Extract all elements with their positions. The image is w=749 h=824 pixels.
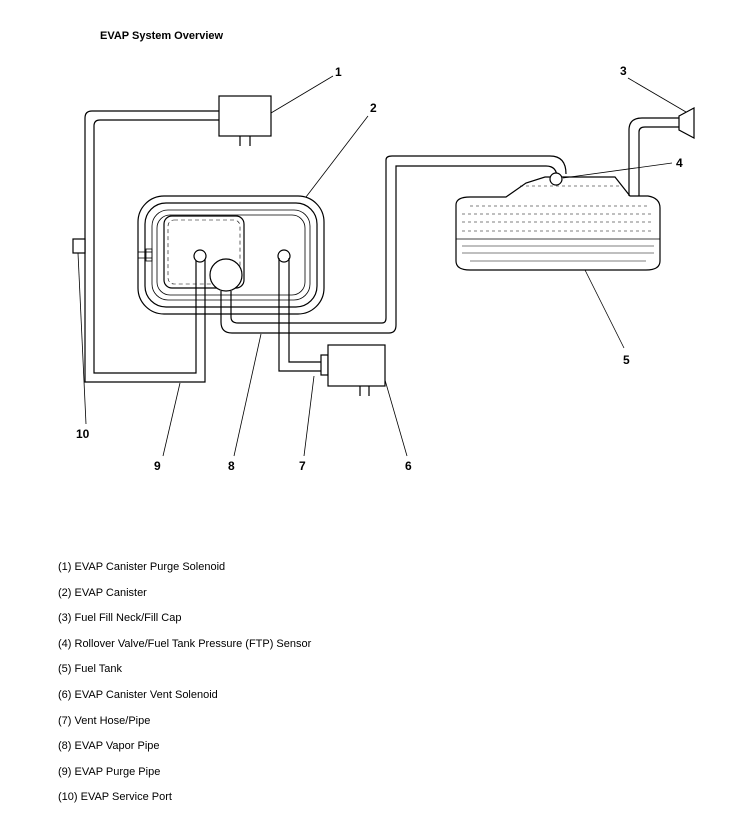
legend-item: (3) Fuel Fill Neck/Fill Cap (58, 612, 182, 625)
callout-3: 3 (620, 64, 627, 78)
evap-canister (137, 195, 325, 315)
fuel-tank (455, 176, 661, 271)
legend-item: (9) EVAP Purge Pipe (58, 765, 161, 778)
legend-item: (2) EVAP Canister (58, 586, 147, 599)
leader-lines (77, 75, 687, 457)
legend-item: (10) EVAP Service Port (58, 791, 172, 804)
legend-item: (5) Fuel Tank (58, 663, 122, 676)
legend: (1) EVAP Canister Purge Solenoid (2) EVA… (58, 560, 311, 816)
legend-item: (8) EVAP Vapor Pipe (58, 740, 160, 753)
callout-6: 6 (405, 459, 412, 473)
vent-solenoid (320, 344, 386, 396)
rollover-valve (549, 172, 563, 186)
callout-2: 2 (370, 101, 377, 115)
purge-solenoid (218, 95, 272, 146)
legend-item: (4) Rollover Valve/Fuel Tank Pressure (F… (58, 637, 312, 650)
vapor-pipe (220, 155, 567, 334)
callout-1: 1 (335, 65, 342, 79)
legend-item: (6) EVAP Canister Vent Solenoid (58, 688, 218, 701)
vent-pipe (278, 258, 321, 372)
legend-item: (7) Vent Hose/Pipe (58, 714, 151, 727)
callout-9: 9 (154, 459, 161, 473)
purge-pipe (84, 110, 219, 383)
fuel-fill-neck (628, 107, 695, 196)
callout-10: 10 (76, 427, 90, 441)
callout-5: 5 (623, 353, 630, 367)
diagram-title: EVAP System Overview (100, 30, 224, 42)
evap-diagram: 1 2 3 4 5 6 7 8 9 10 (72, 64, 695, 473)
callout-8: 8 (228, 459, 235, 473)
callout-4: 4 (676, 156, 683, 170)
legend-item: (1) EVAP Canister Purge Solenoid (58, 561, 226, 573)
callout-7: 7 (299, 459, 306, 473)
service-port (72, 238, 86, 254)
